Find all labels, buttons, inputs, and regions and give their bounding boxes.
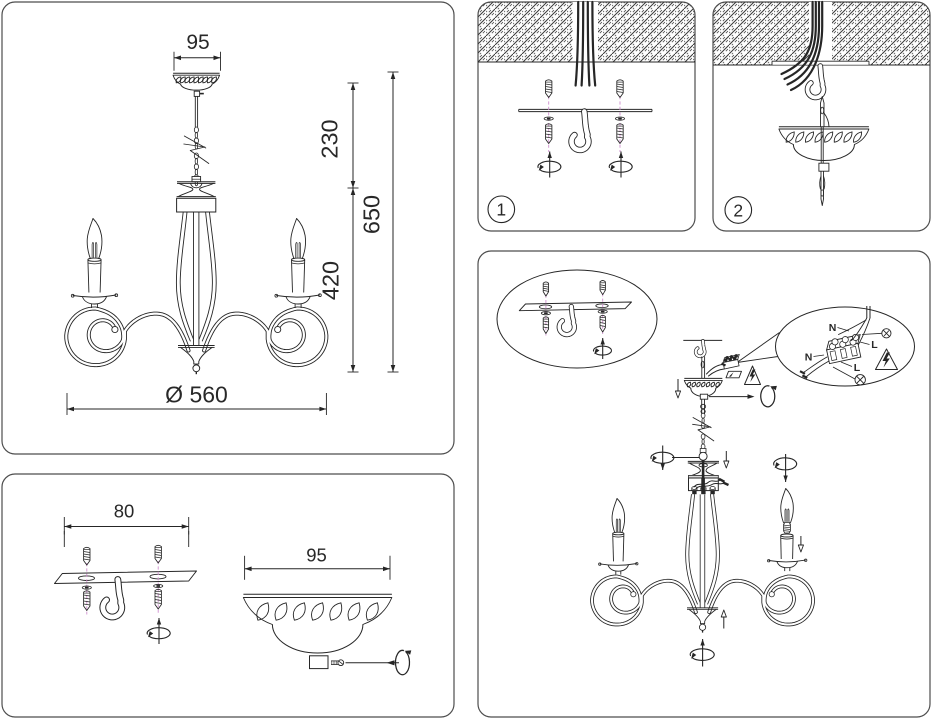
svg-text:95: 95 <box>306 545 327 566</box>
svg-text:Ø 560: Ø 560 <box>165 382 228 408</box>
svg-text:L: L <box>871 339 878 351</box>
svg-text:650: 650 <box>359 195 385 234</box>
svg-text:N: N <box>805 352 813 364</box>
svg-text:N: N <box>829 322 837 334</box>
svg-text:2: 2 <box>733 200 743 220</box>
svg-text:420: 420 <box>318 261 344 300</box>
svg-text:230: 230 <box>317 119 343 158</box>
svg-text:95: 95 <box>186 31 209 54</box>
svg-text:L: L <box>854 362 861 374</box>
svg-text:1: 1 <box>496 200 506 220</box>
svg-text:80: 80 <box>114 501 135 522</box>
